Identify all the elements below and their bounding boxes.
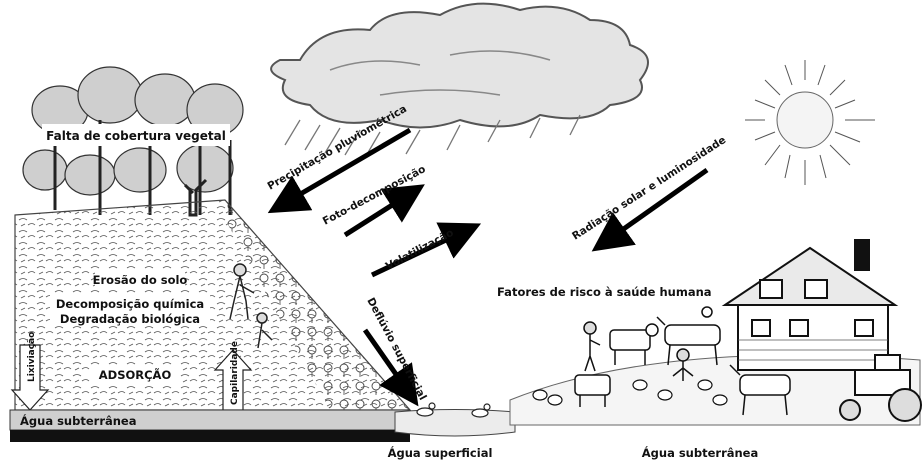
agua-subterranea-left-label: Água subterrânea <box>20 413 137 428</box>
agua-superficial-label: Água superficial <box>388 445 493 460</box>
fatores-risco-label: Fatores de risco à saúde humana <box>497 285 712 299</box>
sun-icon <box>745 60 875 185</box>
degradacao-label: Degradação biológica <box>60 312 200 326</box>
volatilizacao-label: Volatilização <box>384 227 456 273</box>
surface-water <box>395 410 515 437</box>
falta-cobertura-label: Falta de cobertura vegetal <box>46 129 226 143</box>
radiacao-label: Radiação solar e luminosidade <box>570 134 728 242</box>
agua-subterranea-right-label: Água subterrânea <box>642 445 759 460</box>
capilaridade-label: Capilaridade <box>230 341 240 405</box>
adsorcao-label: ADSORÇÃO <box>99 367 172 382</box>
decomposicao-label: Decomposição química <box>56 297 204 311</box>
cloud-icon <box>271 4 648 128</box>
lixiviacao-label: Lixiviação <box>27 332 37 382</box>
bedrock-left <box>10 430 410 442</box>
house-icon <box>725 240 895 370</box>
erosao-label: Erosão do solo <box>93 273 188 287</box>
